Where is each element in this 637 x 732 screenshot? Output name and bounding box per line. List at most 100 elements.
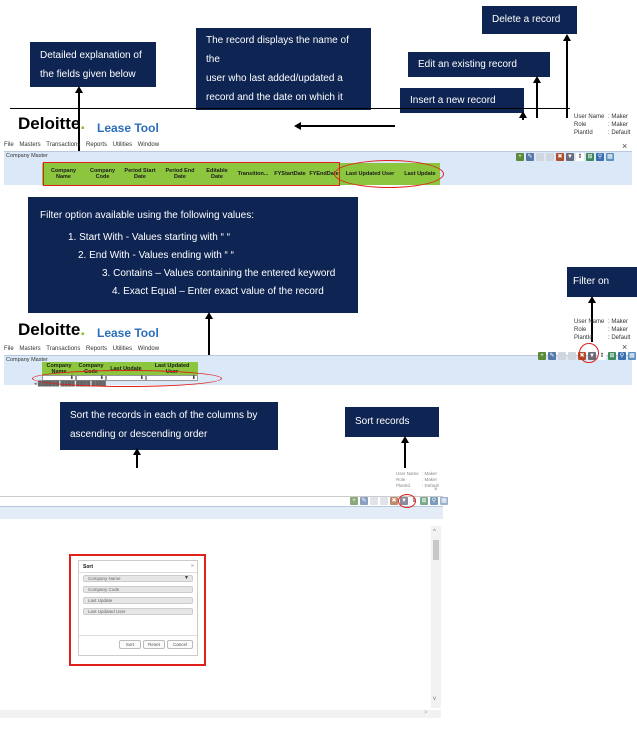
copy-icon[interactable] [380, 497, 388, 505]
export-icon[interactable]: ⊞ [608, 352, 616, 360]
deloitte-logo-2: Deloitte. [18, 320, 86, 339]
sort-icon[interactable]: ⇕ [598, 352, 606, 360]
insert-icon[interactable]: + [350, 497, 358, 505]
close-icon[interactable]: × [622, 141, 628, 151]
panel-title-2: Company Master [6, 357, 48, 363]
copy-icon[interactable] [568, 352, 576, 360]
arrow-last-updated [294, 122, 395, 130]
separator-line [10, 108, 570, 109]
settings-icon[interactable]: ▦ [628, 352, 636, 360]
callout-sort-columns: Sort the records in each of the columns … [60, 402, 278, 450]
callout-last-updated-info: The record displays the name of the user… [196, 28, 371, 141]
export-icon[interactable]: ⊞ [420, 497, 428, 505]
arrow-field-explanation [75, 86, 83, 162]
arrow-filter-options [205, 312, 213, 378]
sort-field-company-code[interactable]: Company Code [83, 586, 193, 593]
col-fyend[interactable]: FYEndDate [309, 171, 339, 177]
export-icon[interactable]: ⊞ [586, 153, 594, 161]
filter-icon[interactable]: ▼ [566, 153, 574, 161]
delete-icon[interactable]: ✖ [556, 153, 564, 161]
edit-icon[interactable]: ✎ [548, 352, 556, 360]
callout-sort-records: Sort records [345, 407, 439, 437]
menu-window[interactable]: Window [137, 142, 160, 148]
settings-icon[interactable]: ▦ [440, 497, 448, 505]
settings-icon[interactable]: ▦ [606, 153, 614, 161]
sort-field-last-update[interactable]: Last Update [83, 597, 193, 604]
divider-3 [0, 496, 443, 497]
scroll-down-icon[interactable]: v [433, 696, 436, 702]
col-company-name[interactable]: Company Name [50, 168, 77, 180]
menu-bar: File Masters Transactions Reports Utilit… [4, 142, 163, 148]
scroll-up-icon[interactable]: ^ [433, 529, 436, 535]
highlight-filter-row [32, 370, 222, 387]
highlight-sort-icon [398, 494, 416, 508]
sort-button[interactable]: Sort [119, 640, 141, 649]
col-transition[interactable]: Transition... [237, 171, 269, 177]
delete-icon[interactable]: ✖ [390, 497, 398, 505]
copy-icon[interactable] [546, 153, 554, 161]
close-icon-3[interactable]: × [434, 487, 438, 493]
callout-insert-record: Insert a new record [400, 88, 524, 113]
menu-file[interactable]: File [4, 346, 14, 352]
deloitte-logo: Deloitte. [18, 114, 86, 133]
sort-field-company-name[interactable]: Company Name ▼ [83, 575, 193, 582]
menu-window[interactable]: Window [137, 346, 160, 352]
menu-transactions[interactable]: Transactions [46, 142, 81, 148]
highlight-sort-dialog [69, 554, 206, 666]
sort-dialog-close-icon[interactable]: » [191, 563, 194, 569]
sort-field-last-updated-user[interactable]: Last Updated User [83, 608, 193, 615]
arrow-filter-records [588, 296, 596, 342]
arrow-delete [563, 34, 571, 118]
menu-reports[interactable]: Reports [86, 346, 108, 352]
toolbar-1: + ✎ ✖ ▼ ⇕ ⊞ ⚲ ▦ [516, 153, 614, 161]
vertical-scrollbar[interactable] [431, 526, 441, 708]
scroll-right-icon[interactable]: > [424, 710, 428, 716]
cancel-button[interactable]: Cancel [167, 640, 193, 649]
panel-title: Company Master [6, 153, 48, 159]
col-company-code[interactable]: Company Code [89, 168, 116, 180]
close-icon-2[interactable]: × [622, 342, 628, 352]
insert-icon[interactable]: + [516, 153, 524, 161]
col-fystart[interactable]: FYStartDate [274, 171, 306, 177]
user-info: User Name: Maker Role: Maker PlantId: De… [574, 114, 631, 136]
menu-reports[interactable]: Reports [86, 142, 108, 148]
menu-utilities[interactable]: Utilities [112, 142, 133, 148]
col-last-update[interactable]: Last Update [110, 365, 142, 372]
menu-file[interactable]: File [4, 142, 14, 148]
callout-delete-record: Delete a record [482, 6, 577, 34]
reset-button[interactable]: Reset [143, 640, 165, 649]
sort-icon[interactable]: ⇕ [576, 153, 584, 161]
callout-filter-records: Filter on records [567, 267, 637, 313]
company-master-panel-3 [0, 506, 443, 519]
callout-filter-options: Filter option available using the follow… [28, 197, 358, 313]
arrow-insert [519, 111, 527, 120]
chevron-down-icon[interactable]: ▼ [184, 575, 189, 581]
horizontal-scrollbar[interactable] [0, 710, 441, 718]
col-period-start[interactable]: Period Start Date [124, 168, 156, 180]
user-info-3: User Name: Maker Role: Maker PlantId: De… [396, 471, 439, 488]
sort-dialog-footer-divider [79, 635, 197, 636]
menu-utilities[interactable]: Utilities [112, 346, 133, 352]
search-icon[interactable]: ⚲ [430, 497, 438, 505]
sort-dialog-title: Sort [83, 564, 93, 570]
edit-icon[interactable]: ✎ [360, 497, 368, 505]
menu-transactions[interactable]: Transactions [46, 346, 81, 352]
highlight-fields-box [43, 162, 340, 186]
refresh-icon[interactable] [536, 153, 544, 161]
app-title: Lease Tool [97, 121, 159, 135]
scroll-thumb[interactable] [433, 540, 439, 560]
col-editable-date[interactable]: Editable Date [206, 168, 228, 180]
edit-icon[interactable]: ✎ [526, 153, 534, 161]
search-icon[interactable]: ⚲ [596, 153, 604, 161]
refresh-icon[interactable] [558, 352, 566, 360]
refresh-icon[interactable] [370, 497, 378, 505]
search-icon[interactable]: ⚲ [618, 352, 626, 360]
insert-icon[interactable]: + [538, 352, 546, 360]
sort-dialog-divider [79, 572, 197, 573]
highlight-filter-icon [579, 343, 599, 363]
menu-masters[interactable]: Masters [19, 346, 41, 352]
menu-masters[interactable]: Masters [19, 142, 41, 148]
callout-edit-record: Edit an existing record [408, 52, 550, 77]
sort-dialog: Sort » Company Name ▼ Company Code Last … [78, 560, 198, 656]
col-period-end[interactable]: Period End Date [165, 168, 195, 180]
